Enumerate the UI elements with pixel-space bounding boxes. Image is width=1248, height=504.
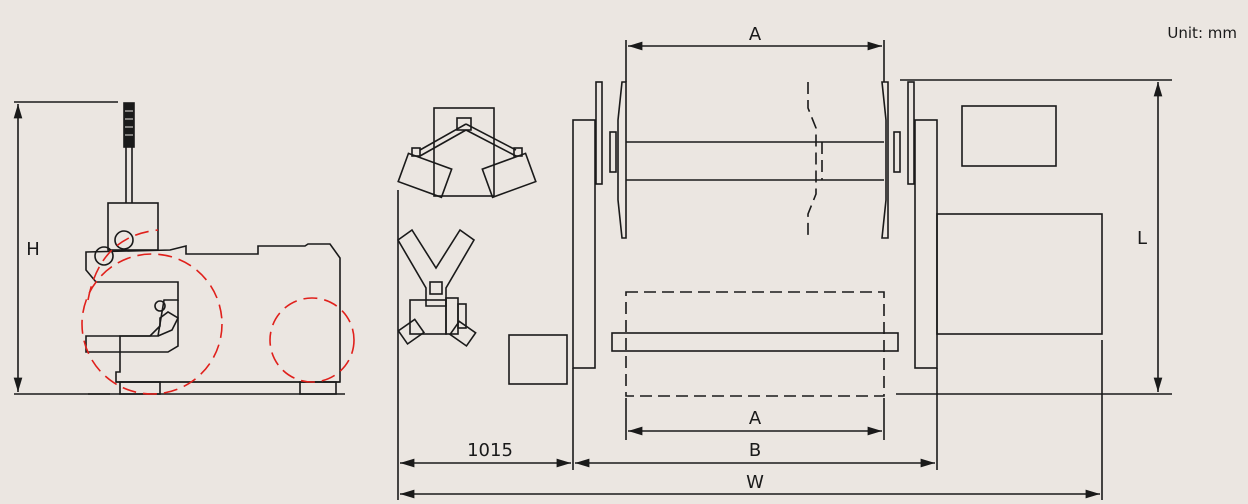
- unit-label: Unit: mm: [1167, 24, 1237, 42]
- dim-w-label: W: [746, 472, 764, 493]
- top-view: [396, 40, 1172, 500]
- dim-offset-label: 1015: [467, 440, 513, 461]
- dim-a-bottom-label: A: [749, 408, 762, 429]
- dim-b-label: B: [749, 440, 761, 461]
- dim-h-label: H: [26, 239, 40, 260]
- dim-a-top-label: A: [749, 24, 762, 45]
- dim-l-label: L: [1137, 228, 1147, 249]
- top-view-dashed-reel: [625, 82, 885, 397]
- side-view: [13, 101, 345, 395]
- side-view-reel-outlines: [81, 229, 355, 395]
